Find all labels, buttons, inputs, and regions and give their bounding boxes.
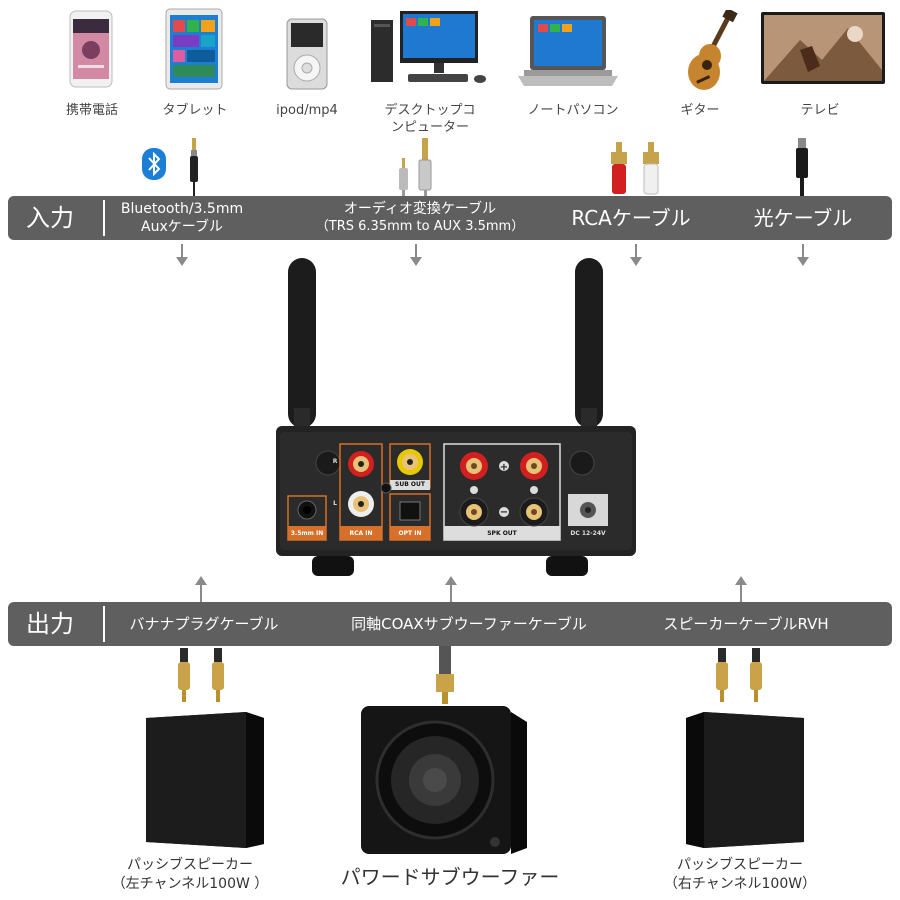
- input-item-optical: 光ケーブル: [753, 206, 853, 230]
- antenna-right: [575, 258, 603, 428]
- arrow-down-icon: [176, 244, 188, 266]
- powered-subwoofer-icon: [361, 706, 527, 854]
- output-label-right-speaker-line2: （右チャンネル100W）: [663, 876, 817, 892]
- tablet-icon: [165, 8, 223, 90]
- panel-label-r: R: [332, 458, 338, 465]
- input-item-bluetooth-aux-line2: Auxケーブル: [141, 219, 223, 235]
- output-label-left-speaker-line1: パッシブスピーカー: [127, 857, 253, 873]
- panel-label-plus: +: [499, 462, 509, 473]
- antenna-left: [288, 258, 316, 428]
- input-bar: 入力 Bluetooth/3.5mm Auxケーブル オーディオ変換ケーブル （…: [8, 196, 892, 240]
- output-label-left-speaker-line2: （左チャンネル100W ）: [111, 876, 269, 892]
- output-bar-title: 出力: [26, 610, 74, 638]
- panel-label-rca-in: RCA IN: [349, 530, 373, 537]
- passive-speaker-left-icon: [146, 712, 264, 848]
- tv-icon: [761, 12, 885, 84]
- input-item-audio-adapter: オーディオ変換ケーブル （TRS 6.35mm to AUX 3.5mm）: [298, 200, 542, 236]
- output-bar: 出力 バナナプラグケーブル 同軸COAXサブウーファーケーブル スピーカーケーブ…: [8, 602, 892, 646]
- ipod-icon: [286, 18, 328, 90]
- banana-plug-left-icon: [178, 648, 224, 702]
- optical-cable-icon: [796, 138, 808, 198]
- input-item-bluetooth-aux: Bluetooth/3.5mm Auxケーブル: [102, 200, 262, 236]
- source-label-desktop: デスクトップコ: [384, 103, 476, 118]
- source-label-tablet: タブレット: [162, 103, 228, 118]
- panel-label-spk-out: SPK OUT: [487, 530, 517, 537]
- source-label-ipod: ipod/mp4: [276, 103, 338, 118]
- panel-label-opt-in: OPT IN: [398, 530, 422, 537]
- output-item-coax: 同軸COAXサブウーファーケーブル: [351, 615, 587, 633]
- input-bar-divider: [103, 200, 105, 236]
- banana-plug-right-icon: [716, 648, 762, 702]
- arrow-down-icon: [630, 244, 642, 266]
- panel-label-3.5mm-in: 3.5mm IN: [290, 530, 324, 537]
- input-item-audio-adapter-line1: オーディオ変換ケーブル: [343, 201, 497, 217]
- output-bar-divider: [103, 606, 105, 642]
- source-label-phone: 携帯電話: [65, 103, 118, 118]
- desktop-computer-icon: [371, 11, 486, 83]
- rca-cable-icon: [611, 142, 659, 195]
- laptop-icon: [518, 16, 618, 86]
- bluetooth-icon: [142, 148, 166, 180]
- output-label-left-speaker: パッシブスピーカー （左チャンネル100W ）: [90, 856, 290, 894]
- arrow-up-icon: [445, 576, 457, 602]
- output-item-speaker-cable: スピーカーケーブルRVH: [663, 615, 829, 633]
- input-bar-title: 入力: [26, 204, 74, 232]
- arrow-down-icon: [797, 244, 809, 266]
- source-label-tv: テレビ: [800, 103, 840, 118]
- panel-label-minus: −: [499, 507, 509, 518]
- panel-label-l: L: [333, 500, 337, 507]
- arrow-up-icon: [195, 576, 207, 602]
- smartphone-icon: [69, 10, 113, 88]
- arrow-down-icon: [410, 244, 422, 266]
- trs-adapter-cable-icon: [399, 138, 432, 198]
- output-label-subwoofer: パワードサブウーファー: [340, 865, 560, 889]
- guitar-icon: [688, 10, 738, 90]
- input-item-bluetooth-aux-line1: Bluetooth/3.5mm: [120, 201, 244, 217]
- source-label-desktop-line2: ンピューター: [390, 120, 469, 135]
- input-item-rca: RCAケーブル: [571, 206, 691, 230]
- source-label-guitar: ギター: [680, 103, 720, 118]
- output-label-right-speaker: パッシブスピーカー （右チャンネル100W）: [640, 856, 840, 894]
- panel-label-dc: DC 12-24V: [570, 530, 606, 537]
- panel-label-sub-out: SUB OUT: [395, 481, 425, 488]
- passive-speaker-right-icon: [686, 712, 804, 848]
- source-label-laptop: ノートパソコン: [527, 103, 619, 118]
- aux-cable-icon: [190, 138, 198, 198]
- output-label-right-speaker-line1: パッシブスピーカー: [677, 857, 803, 873]
- input-item-audio-adapter-line2: （TRS 6.35mm to AUX 3.5mm）: [315, 219, 525, 234]
- output-item-banana-plug: バナナプラグケーブル: [129, 615, 279, 633]
- coax-plug-icon: [436, 646, 454, 704]
- amplifier-body: [276, 258, 636, 576]
- arrow-up-icon: [735, 576, 747, 602]
